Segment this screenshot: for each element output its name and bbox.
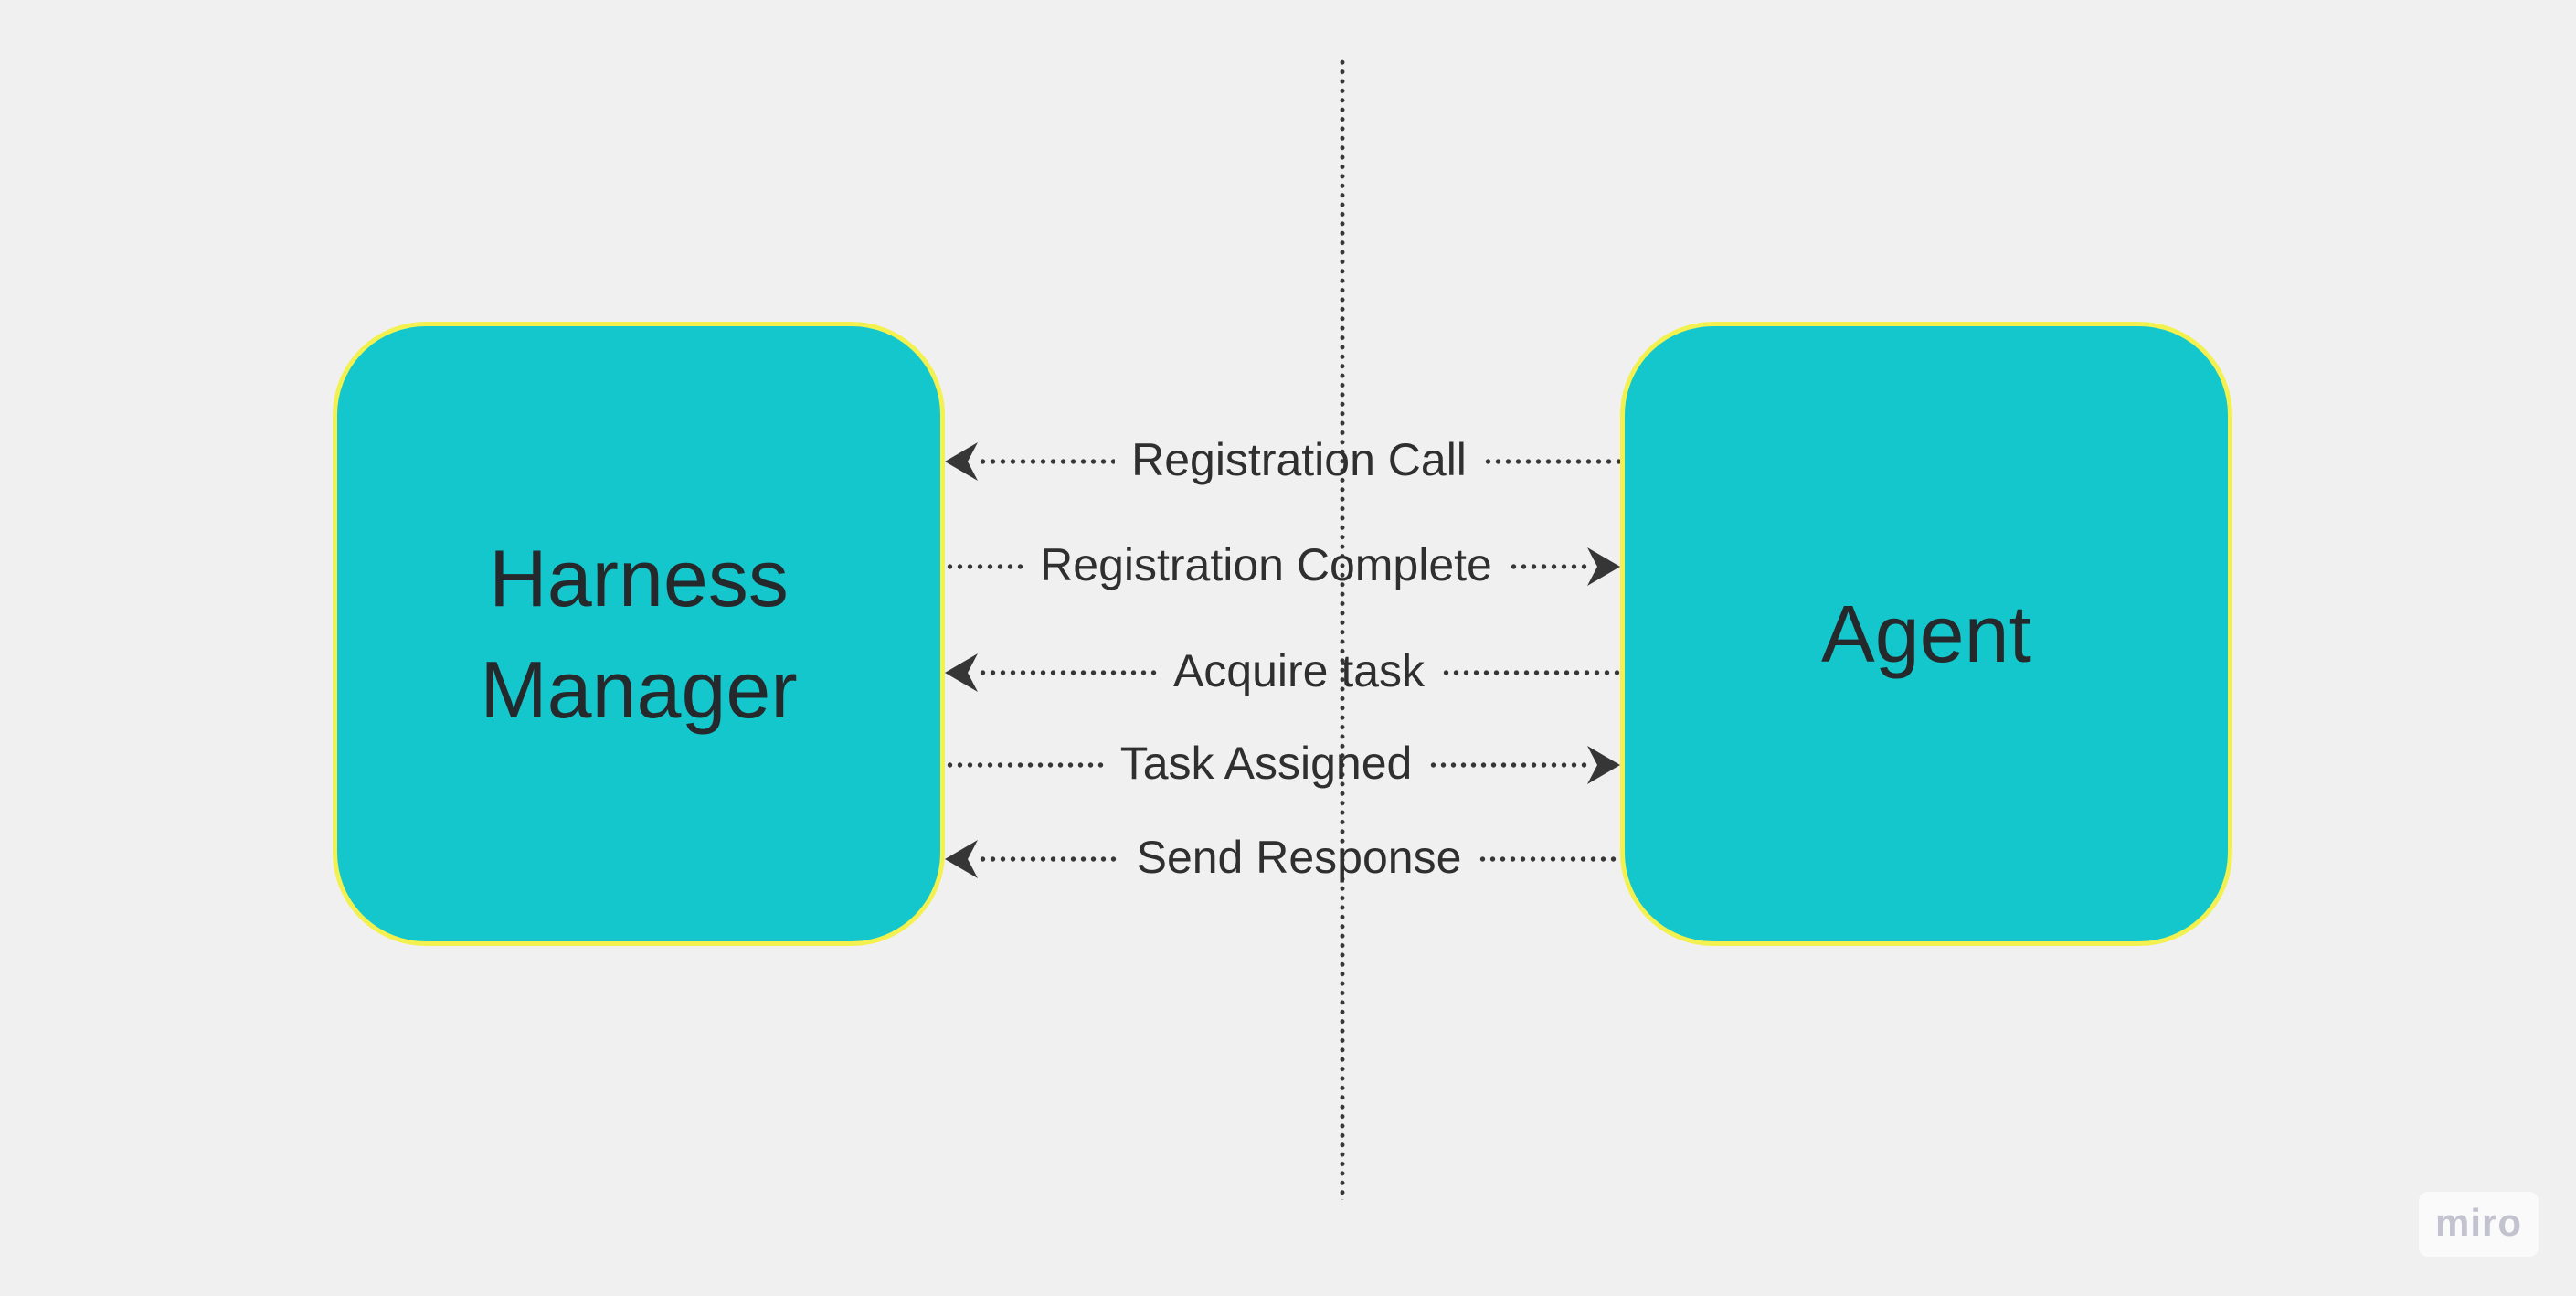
arrowhead-right-icon xyxy=(1587,745,1621,785)
node-agent[interactable]: Agent xyxy=(1620,322,2232,946)
message-label: Task Assigned xyxy=(1119,738,1413,789)
dotted-line-segment xyxy=(978,856,1120,862)
miro-logo: miro xyxy=(2434,1200,2522,1244)
message-label: Acquire task xyxy=(1172,645,1426,696)
connector-send-response[interactable]: Send Response xyxy=(945,830,1620,888)
message-label: Registration Call xyxy=(1131,434,1467,485)
connector-acquire-task[interactable]: Acquire task xyxy=(945,643,1620,702)
dotted-line-segment xyxy=(1478,856,1620,862)
node-harness-manager[interactable]: Harness Manager xyxy=(333,322,945,946)
arrowhead-left-icon xyxy=(945,653,978,693)
dotted-line-segment xyxy=(978,459,1116,464)
connector-task-assigned[interactable]: Task Assigned xyxy=(945,736,1621,794)
message-label: Registration Complete xyxy=(1040,539,1492,590)
dotted-line-segment xyxy=(1482,459,1621,464)
dotted-line-segment xyxy=(1508,564,1587,569)
connector-registration-complete[interactable]: Registration Complete xyxy=(945,537,1620,596)
dotted-line-segment xyxy=(945,762,1104,768)
dotted-line-segment xyxy=(1441,670,1620,675)
node-harness-manager-label: Harness Manager xyxy=(480,533,798,735)
dotted-line-segment xyxy=(978,670,1157,675)
dotted-line-segment xyxy=(945,564,1024,569)
center-lifeline-dotted xyxy=(1340,58,1345,1200)
message-label: Send Response xyxy=(1136,832,1462,883)
arrowhead-left-icon xyxy=(945,839,978,879)
arrowhead-right-icon xyxy=(1587,547,1620,587)
connector-registration-call[interactable]: Registration Call xyxy=(945,432,1621,491)
dotted-line-segment xyxy=(1428,762,1588,768)
node-agent-label: Agent xyxy=(1821,588,2031,679)
miro-watermark: miro xyxy=(2419,1192,2539,1257)
arrowhead-left-icon xyxy=(945,441,978,482)
